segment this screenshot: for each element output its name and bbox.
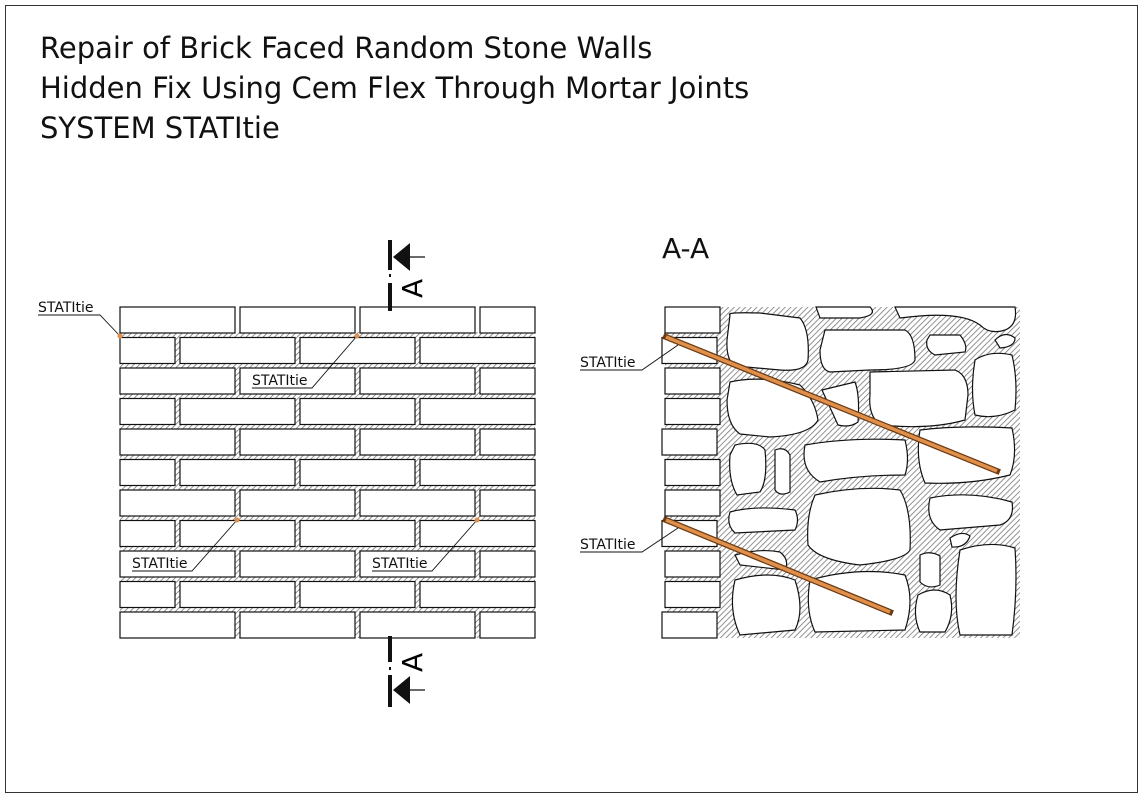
section-marker-top: A xyxy=(388,240,429,311)
brick xyxy=(479,611,536,639)
brick xyxy=(359,367,476,395)
statitie-rods xyxy=(662,333,1001,616)
brick xyxy=(119,458,176,487)
brick xyxy=(359,611,476,639)
tie-point xyxy=(117,333,123,339)
brick xyxy=(299,580,416,609)
statitie-rod xyxy=(665,518,891,614)
statitie-label: STATItie xyxy=(132,556,188,572)
brick xyxy=(119,550,236,578)
brick xyxy=(119,306,236,334)
brick xyxy=(119,397,176,426)
brick xyxy=(419,397,536,426)
section-a-a xyxy=(661,306,1020,639)
brick xyxy=(119,580,176,609)
statitie-label: STATItie xyxy=(580,537,636,553)
brick xyxy=(179,458,296,487)
brick xyxy=(119,428,236,456)
title-line-1: Repair of Brick Faced Random Stone Walls xyxy=(40,31,653,65)
brick xyxy=(179,580,296,609)
statitie-label: STATItie xyxy=(38,300,94,316)
brick xyxy=(664,458,721,487)
brick xyxy=(359,550,476,578)
statitie-rod xyxy=(665,335,998,473)
brick xyxy=(299,397,416,426)
brick xyxy=(359,306,476,334)
brick xyxy=(299,458,416,487)
brick-wall-elevation xyxy=(119,306,536,639)
tie-point xyxy=(354,333,360,339)
brick xyxy=(664,397,721,426)
brick xyxy=(479,550,536,578)
brick xyxy=(239,306,356,334)
arrow-icon xyxy=(393,243,410,271)
brick xyxy=(664,489,721,517)
brick xyxy=(239,367,356,395)
elevation-callouts xyxy=(38,314,478,572)
section-title: A-A xyxy=(662,232,709,265)
section-marker-label: A xyxy=(396,279,429,298)
brick xyxy=(299,336,416,365)
brick xyxy=(239,550,356,578)
title-line-2: Hidden Fix Using Cem Flex Through Mortar… xyxy=(40,71,750,105)
brick xyxy=(239,428,356,456)
title-line-3: SYSTEM STATItie xyxy=(40,111,280,145)
brick xyxy=(419,458,536,487)
statitie-label: STATItie xyxy=(372,556,428,572)
statitie-label: STATItie xyxy=(252,373,308,389)
brick xyxy=(664,580,721,609)
section-marker-label: A xyxy=(396,653,429,672)
random-stones xyxy=(726,306,1017,636)
brick xyxy=(119,611,236,639)
brick xyxy=(179,519,296,548)
brick xyxy=(664,306,721,334)
brick xyxy=(479,489,536,517)
brick xyxy=(239,611,356,639)
drawing-frame xyxy=(5,5,1138,793)
brick xyxy=(299,519,416,548)
brick xyxy=(664,550,721,578)
brick xyxy=(479,367,536,395)
brick xyxy=(479,428,536,456)
statitie-label: STATItie xyxy=(580,355,636,371)
brick xyxy=(179,336,296,365)
arrow-icon xyxy=(393,676,410,704)
brick xyxy=(119,367,236,395)
brick xyxy=(664,367,721,395)
brick xyxy=(239,489,356,517)
brick xyxy=(419,519,536,548)
brick xyxy=(359,428,476,456)
brick xyxy=(119,336,176,365)
brick xyxy=(119,519,176,548)
brick xyxy=(419,336,536,365)
brick xyxy=(479,306,536,334)
brick xyxy=(419,580,536,609)
brick xyxy=(179,397,296,426)
brick xyxy=(119,489,236,517)
tie-point xyxy=(474,517,480,523)
brick xyxy=(661,611,718,639)
section-marker-bottom: A xyxy=(388,636,429,707)
tie-point xyxy=(234,517,240,523)
brick xyxy=(359,489,476,517)
section-callouts xyxy=(580,344,679,553)
brick xyxy=(661,428,718,456)
